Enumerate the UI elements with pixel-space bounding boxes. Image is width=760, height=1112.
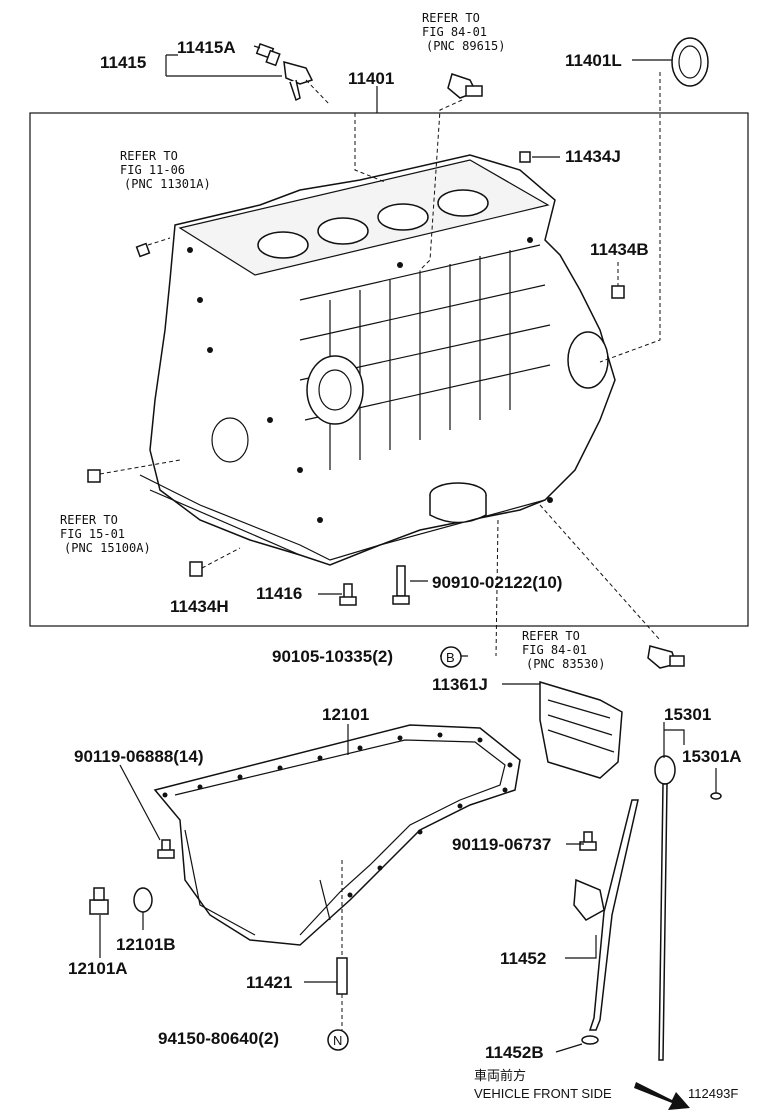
direction-label-jp: 車両前方 (474, 1068, 526, 1083)
cylinder-block[interactable] (139, 154, 616, 566)
ref-fig-15-01: REFER TO FIG 15-01 (PNC 15100A) (60, 513, 151, 555)
label-11416: 11416 (256, 584, 302, 603)
dowel-pin-11434B[interactable] (611, 285, 625, 299)
gasket-12101B[interactable] (133, 887, 153, 913)
label-94150: 94150-80640(2) (158, 1029, 279, 1048)
label-90910: 90910-02122(10) (432, 573, 562, 592)
label-15301A: 15301A (682, 747, 742, 766)
sensor-83530[interactable] (647, 645, 685, 669)
plug-11415A[interactable] (255, 42, 281, 67)
label-11401L: 11401L (565, 51, 622, 70)
oil-pan-12101[interactable] (153, 724, 521, 946)
dowel-pin-15100A[interactable] (87, 469, 101, 483)
label-90119-06888: 90119-06888(14) (74, 747, 204, 766)
dipstick-guide-11452[interactable] (573, 799, 639, 1031)
svg-text:FIG 84-01: FIG 84-01 (422, 25, 487, 39)
drain-cock-11415[interactable] (283, 60, 314, 102)
label-11434B: 11434B (590, 240, 649, 259)
bolt-90119-06737[interactable] (579, 831, 597, 851)
svg-text:REFER TO: REFER TO (60, 513, 118, 527)
block-group-frame (29, 112, 749, 627)
label-11361J: 11361J (432, 675, 488, 694)
ref-fig-84-01-bottom: REFER TO FIG 84-01 (PNC 83530) (522, 629, 605, 671)
drain-plug-12101A[interactable] (89, 887, 109, 915)
bolt-11416[interactable] (339, 583, 357, 606)
label-11452B: 11452B (485, 1043, 544, 1062)
svg-text:B: B (446, 650, 455, 665)
baffle-11361J[interactable] (539, 680, 623, 779)
o-ring-11452B[interactable] (581, 1035, 599, 1045)
label-11401: 11401 (348, 69, 394, 88)
direction-label-en: VEHICLE FRONT SIDE (474, 1086, 612, 1101)
label-11421: 11421 (246, 973, 292, 992)
ref-fig-11-06: REFER TO FIG 11-06 (PNC 11301A) (120, 149, 211, 191)
bolt-90119-06888[interactable] (157, 839, 175, 859)
label-11434H: 11434H (170, 597, 229, 616)
svg-text:N: N (333, 1033, 342, 1048)
label-15301: 15301 (664, 705, 711, 724)
stud-11421[interactable] (336, 957, 348, 995)
svg-text:REFER TO: REFER TO (422, 11, 480, 25)
sensor-89615[interactable] (447, 73, 483, 99)
svg-text:(PNC 89615): (PNC 89615) (426, 39, 505, 53)
figure-code: 112493F (688, 1086, 738, 1101)
svg-text:REFER TO: REFER TO (120, 149, 178, 163)
label-11434J: 11434J (565, 147, 621, 166)
label-90119-06737: 90119-06737 (452, 835, 551, 854)
o-ring-15301A[interactable] (710, 792, 722, 800)
svg-text:REFER TO: REFER TO (522, 629, 580, 643)
dowel-pin-11434J[interactable] (519, 151, 531, 163)
label-11415: 11415 (100, 53, 146, 72)
label-11452: 11452 (500, 949, 546, 968)
label-12101: 12101 (322, 705, 369, 724)
svg-text:FIG 11-06: FIG 11-06 (120, 163, 185, 177)
leader-lines (99, 45, 717, 1053)
front-direction-arrow-icon (634, 1082, 690, 1110)
svg-text:(PNC 15100A): (PNC 15100A) (64, 541, 151, 555)
label-12101A: 12101A (68, 959, 128, 978)
svg-text:FIG 84-01: FIG 84-01 (522, 643, 587, 657)
svg-text:FIG 15-01: FIG 15-01 (60, 527, 125, 541)
oil-seal-11401L[interactable] (671, 37, 709, 87)
callout-circle-n: N (327, 1029, 349, 1051)
callout-circle-b: B (440, 646, 462, 668)
label-90105: 90105-10335(2) (272, 647, 393, 666)
svg-text:(PNC 83530): (PNC 83530) (526, 657, 605, 671)
label-11415A: 11415A (177, 38, 236, 57)
dowel-pin-11434H[interactable] (189, 561, 203, 577)
dowel-pin-11301A[interactable] (135, 242, 151, 258)
label-12101B: 12101B (116, 935, 176, 954)
dipstick-15301[interactable] (654, 755, 676, 1061)
ref-fig-84-01-top: REFER TO FIG 84-01 (PNC 89615) (422, 11, 505, 53)
stud-90910[interactable] (392, 565, 410, 605)
svg-text:(PNC 11301A): (PNC 11301A) (124, 177, 211, 191)
